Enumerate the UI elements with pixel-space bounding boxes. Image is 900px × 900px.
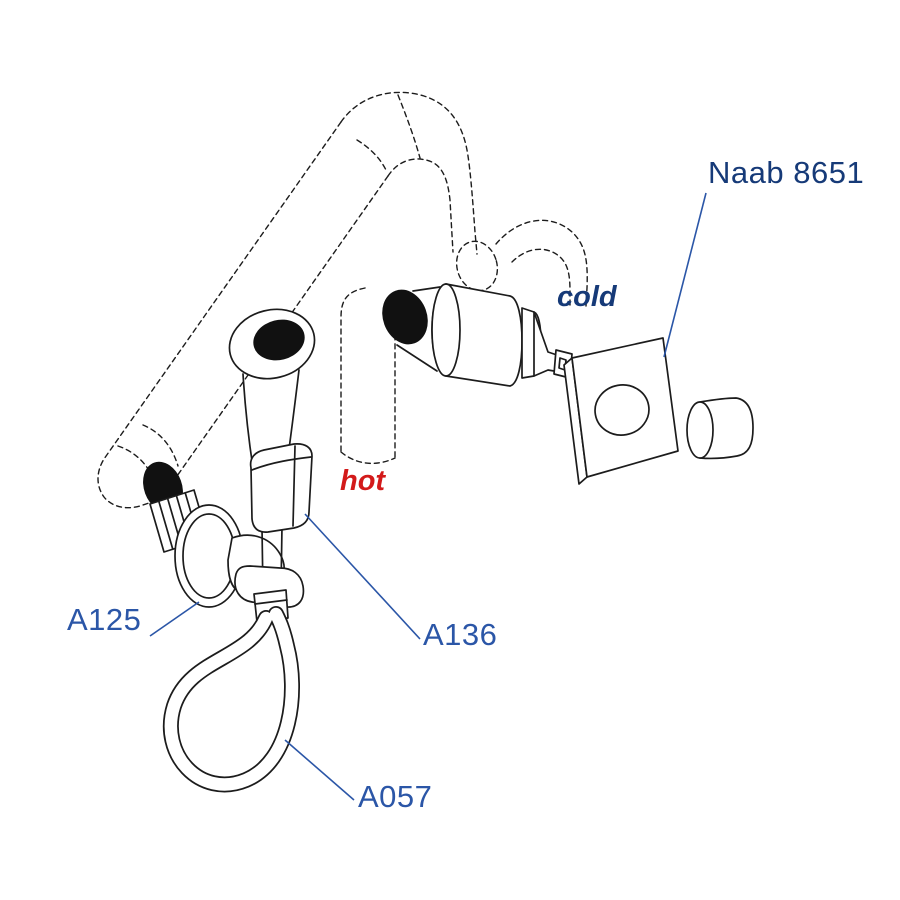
cold-supply-pipe-dashed [495,219,588,307]
leader-line-model [663,192,707,358]
label-a057: A057 [358,779,432,814]
leader-line-a125 [149,601,200,637]
label-a136: A136 [423,617,497,652]
leader-line-a136 [304,513,421,640]
hand-shower [228,308,316,595]
pipe-end-face [382,289,428,345]
mixer-cartridge [382,283,573,387]
shower-hose [162,589,300,793]
escutcheon-plate [563,337,679,485]
plate-hole [594,384,650,436]
label-cold: cold [557,281,618,313]
shower-holder [249,443,313,533]
label-model: Naab 8651 [708,155,864,190]
leader-line-a057 [284,739,355,801]
label-a125: A125 [67,602,141,637]
label-hot: hot [340,465,386,497]
hidden-supply-pipe [97,91,499,514]
shower-face [253,319,305,361]
handle-knob [686,397,754,460]
